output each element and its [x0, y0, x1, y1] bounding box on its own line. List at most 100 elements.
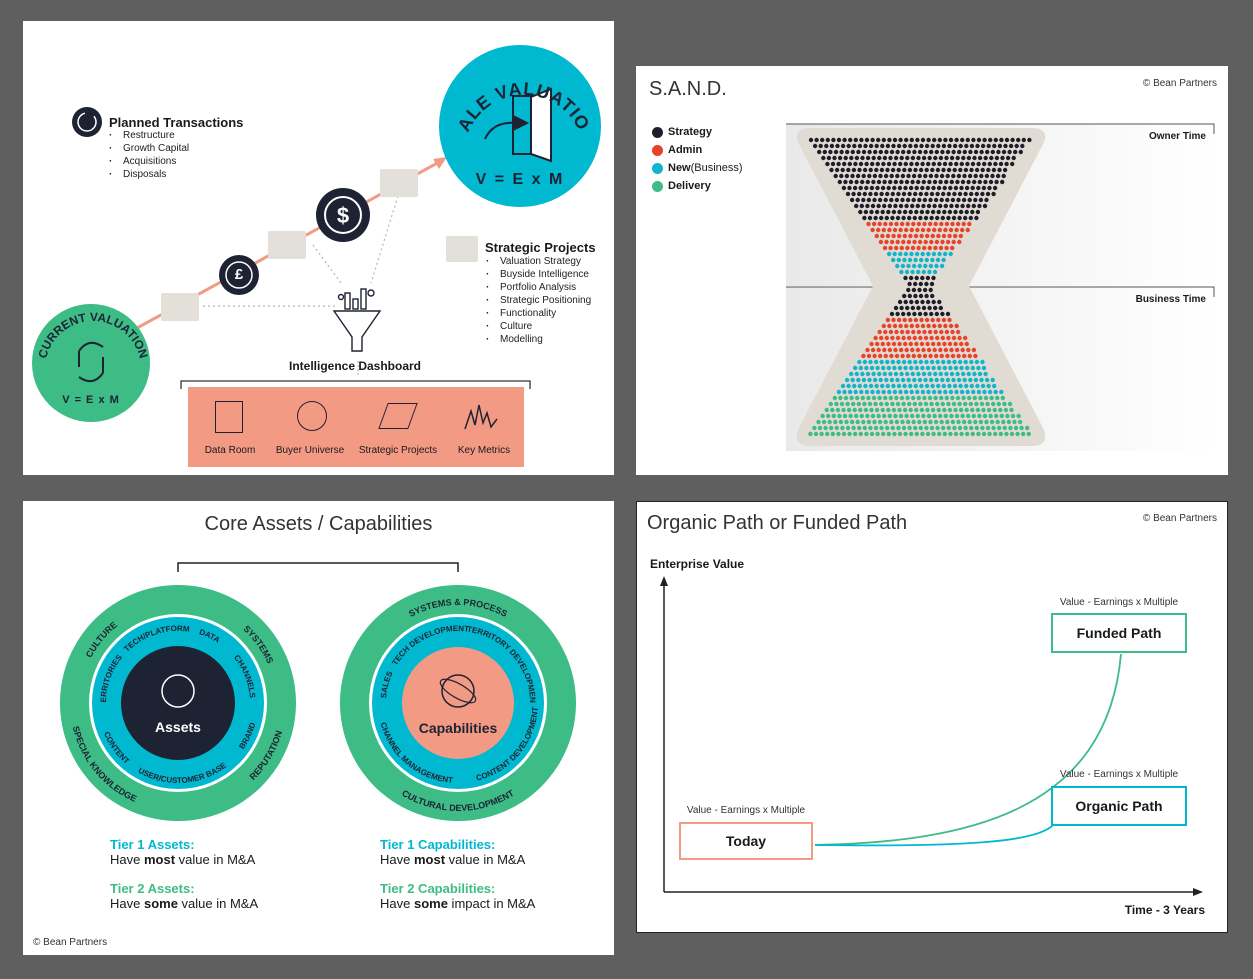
sand-dot: [826, 138, 830, 142]
sand-dot: [846, 168, 850, 172]
sand-dot: [927, 372, 931, 376]
sand-dot: [987, 408, 991, 412]
sand-dot: [952, 192, 956, 196]
sand-dot: [925, 384, 929, 388]
sand-dot: [895, 354, 899, 358]
sand-dot: [907, 282, 911, 286]
sand-dot: [911, 156, 915, 160]
sand-dot: [901, 264, 905, 268]
sand-dot: [831, 432, 835, 436]
sand-dot: [831, 162, 835, 166]
sand-dot: [991, 378, 995, 382]
sand-dot: [897, 144, 901, 148]
dollar-symbol: $: [331, 203, 355, 229]
sand-dot: [966, 414, 970, 418]
org-chart-icon: [268, 231, 306, 259]
sand-dot: [925, 318, 929, 322]
sand-dot: [926, 186, 930, 190]
sand-dot: [933, 372, 937, 376]
sand-dot: [951, 420, 955, 424]
sand-dot: [966, 138, 970, 142]
today-box: Today: [679, 822, 813, 860]
sand-dot: [898, 390, 902, 394]
sand-dot: [842, 186, 846, 190]
sand-dot: [867, 198, 871, 202]
sand-dot: [980, 360, 984, 364]
sand-dot: [883, 372, 887, 376]
sand-dot: [875, 210, 879, 214]
sand-dot: [971, 186, 975, 190]
sand-dot: [879, 216, 883, 220]
sand-dot: [954, 186, 958, 190]
sand-dot: [963, 378, 967, 382]
sand-dot: [892, 432, 896, 436]
sand-dot: [908, 384, 912, 388]
sand-dot: [905, 270, 909, 274]
sand-dot: [860, 372, 864, 376]
sand-dot: [939, 222, 943, 226]
sand-dot: [928, 354, 932, 358]
sand-dot: [995, 156, 999, 160]
list-item: Growth Capital: [109, 142, 189, 155]
sand-dot: [993, 432, 997, 436]
sand-dot: [882, 138, 886, 142]
sand-dot: [852, 144, 856, 148]
sand-dot: [933, 156, 937, 160]
sand-dot: [932, 414, 936, 418]
sand-dot: [814, 432, 818, 436]
sand-dot: [953, 144, 957, 148]
sand-dot: [890, 402, 894, 406]
sand-dot: [984, 420, 988, 424]
sand-dot: [960, 390, 964, 394]
sand-dot: [856, 150, 860, 154]
sand-dot: [875, 342, 879, 346]
strategic-projects-list: Valuation Strategy Buyside Intelligence …: [486, 255, 591, 346]
sand-dot: [871, 348, 875, 352]
sand-dot: [956, 330, 960, 334]
sand-dot: [929, 378, 933, 382]
sand-dot: [918, 216, 922, 220]
sand-dot: [887, 162, 891, 166]
tier-capabilities-text: Tier 1 Capabilities: Have most value in …: [380, 837, 535, 911]
sand-dot: [822, 420, 826, 424]
sand-dot: [975, 144, 979, 148]
sand-dot: [1007, 150, 1011, 154]
sand-dot: [906, 198, 910, 202]
sand-dot: [926, 366, 930, 370]
sand-dot: [888, 372, 892, 376]
sand-dot: [825, 408, 829, 412]
sand-dot: [875, 408, 879, 412]
sand-dot: [901, 150, 905, 154]
sand-dot: [914, 384, 918, 388]
copyright: © Bean Partners: [33, 937, 107, 948]
sand-dot: [969, 360, 973, 364]
sand-dot: [923, 198, 927, 202]
sand-dot: [918, 240, 922, 244]
sand-dot: [942, 144, 946, 148]
sand-dot: [915, 186, 919, 190]
sand-dot: [843, 414, 847, 418]
sand-dot: [920, 342, 924, 346]
sand-dot: [986, 384, 990, 388]
sand-dot: [854, 390, 858, 394]
sand-dot: [895, 198, 899, 202]
sand-dot: [922, 246, 926, 250]
sand-dot: [866, 222, 870, 226]
sand-dot: [888, 348, 892, 352]
sand-dot: [904, 138, 908, 142]
sand-dot: [876, 204, 880, 208]
sand-dot: [877, 396, 881, 400]
sand-dot: [941, 258, 945, 262]
sand-dot: [961, 156, 965, 160]
sand-dot: [940, 354, 944, 358]
sand-dot: [991, 402, 995, 406]
funnel-icon: [334, 289, 380, 351]
sand-dot: [931, 408, 935, 412]
sand-dot: [812, 426, 816, 430]
sand-dot: [910, 348, 914, 352]
sand-dot: [989, 396, 993, 400]
sand-dot: [899, 348, 903, 352]
sand-dot: [912, 198, 916, 202]
sand-dot: [834, 402, 838, 406]
sand-dot: [906, 174, 910, 178]
